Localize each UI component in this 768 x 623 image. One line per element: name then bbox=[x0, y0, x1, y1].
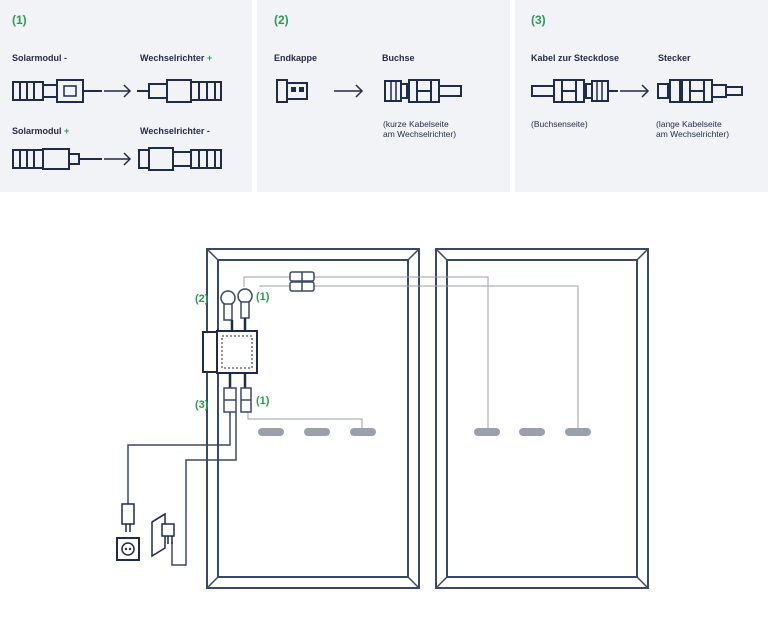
socket-note: (kurze Kabelseite am Wechselrichter) bbox=[383, 119, 457, 139]
plug-icon bbox=[121, 503, 135, 532]
connector-icon bbox=[220, 288, 253, 321]
connector-icon bbox=[289, 271, 315, 292]
panel-connector-polarity: (1) Solarmodul - Wechselrichter + Solarm… bbox=[0, 0, 252, 192]
junction-boxes bbox=[258, 428, 591, 436]
connector-icon bbox=[223, 387, 252, 413]
connector-icon bbox=[657, 79, 743, 103]
callout-2: (2) bbox=[195, 293, 209, 305]
row2-right-label: Wechselrichter - bbox=[140, 126, 210, 136]
connector-icon bbox=[384, 79, 462, 103]
callout-1-lower: (1) bbox=[256, 395, 270, 407]
socket-label: Buchse bbox=[382, 53, 415, 63]
endcap-label: Endkappe bbox=[274, 53, 318, 63]
row2-left-label: Solarmodul + bbox=[12, 126, 70, 136]
panel-number: (3) bbox=[531, 13, 546, 27]
outlet-cable-label: Kabel zur Steckdose bbox=[531, 53, 620, 63]
connector-icon bbox=[137, 79, 222, 103]
panel-outlet-cable: (3) Kabel zur Steckdose Stecker (Buchsen… bbox=[515, 0, 768, 192]
panel-cables bbox=[243, 276, 579, 428]
callout-3: (3) bbox=[195, 399, 209, 411]
connector-icon bbox=[531, 79, 618, 103]
row1-right-label: Wechselrichter + bbox=[140, 53, 213, 63]
inverter-cables bbox=[228, 373, 247, 388]
plug-label: Stecker bbox=[658, 53, 691, 63]
panel-endcap: (2) Endkappe Buchse (kurze Kabelseite am… bbox=[257, 0, 510, 192]
plug-note: (lange Kabelseite am Wechselrichter) bbox=[656, 119, 730, 139]
inverter-cables bbox=[230, 318, 247, 331]
arrow-right-icon bbox=[620, 84, 650, 98]
endcap-icon bbox=[276, 79, 308, 103]
outlet-cable-note: (Buchsenseite) bbox=[531, 119, 588, 129]
panel-number: (1) bbox=[12, 13, 27, 27]
callout-1: (1) bbox=[256, 291, 270, 303]
socket-icon bbox=[116, 537, 140, 561]
arrow-right-icon bbox=[104, 84, 132, 98]
inverter-icon bbox=[202, 330, 258, 374]
row1-left-label: Solarmodul - bbox=[12, 53, 68, 63]
solar-panel-icon bbox=[206, 248, 420, 589]
wiring-diagram: (2) (1) (3) (1) bbox=[0, 192, 768, 623]
arrow-right-icon bbox=[334, 84, 364, 98]
arrow-right-icon bbox=[104, 152, 132, 166]
wall-plug-icon bbox=[151, 512, 175, 558]
connector-icon bbox=[12, 148, 102, 170]
solar-panel-icon bbox=[435, 248, 649, 589]
connector-icon bbox=[138, 147, 222, 171]
outlet-cables bbox=[127, 412, 237, 566]
connector-icon bbox=[12, 79, 102, 103]
panel-number: (2) bbox=[274, 13, 289, 27]
